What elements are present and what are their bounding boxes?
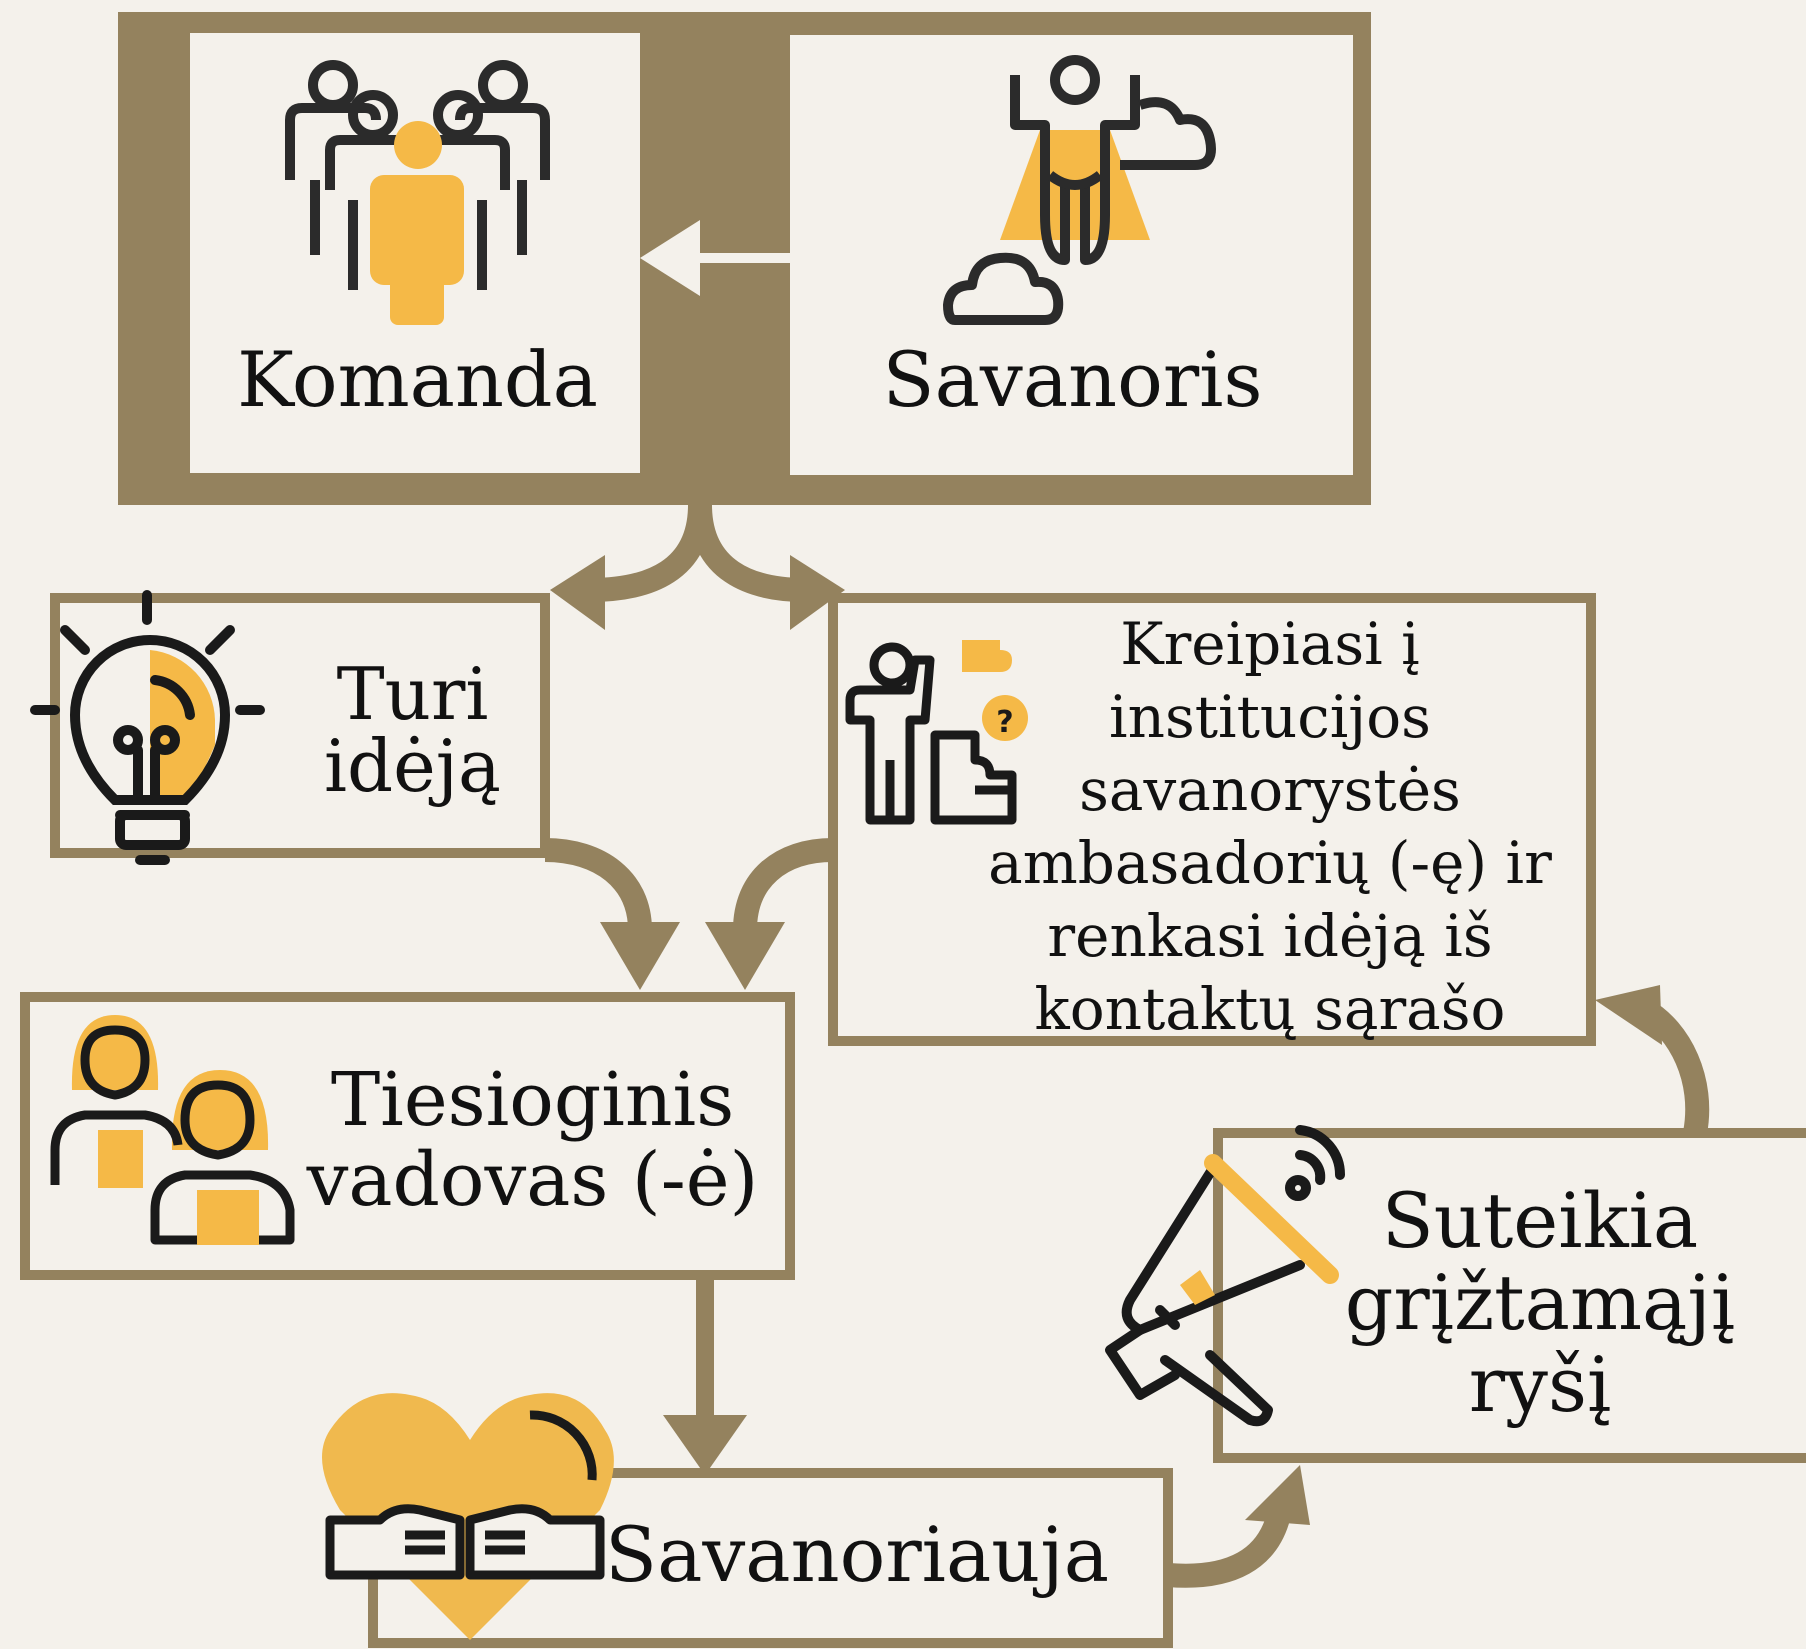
arrow-head-kreipiasi xyxy=(1595,985,1662,1045)
arrow-to-suteikia-line xyxy=(1167,1507,1292,1588)
savanoriauja-label: Savanoriauja xyxy=(605,1510,1110,1599)
svg-text:?: ? xyxy=(996,705,1013,740)
branch-arrows xyxy=(589,504,806,602)
team-people-icon xyxy=(285,60,550,325)
turi-ideja-label: Turi idėją xyxy=(324,652,501,808)
arrow-head-left xyxy=(550,555,605,630)
arrow-head-tiesioginis-left xyxy=(600,922,680,990)
heart-handshake-icon xyxy=(322,1393,614,1640)
tiesioginis-label: Tiesioginis vadovas (-ė) xyxy=(306,1057,759,1223)
arrow-head-savanoriauja xyxy=(663,1415,747,1475)
savanoris-label: Savanoris xyxy=(882,335,1263,424)
suteikia-box xyxy=(1213,1128,1806,1463)
arrows-to-tiesioginis xyxy=(544,838,834,931)
arrow-head-tiesioginis-right xyxy=(705,922,785,990)
megaphone-icon xyxy=(1105,1125,1346,1427)
arrow-head-right xyxy=(790,555,845,630)
managers-icon xyxy=(50,1015,295,1245)
suteikia-label: Suteikia grįžtamąjį ryšį xyxy=(1344,1175,1736,1429)
arrow-savanoris-to-komanda xyxy=(640,220,790,296)
arrow-head-suteikia xyxy=(1245,1465,1310,1525)
komanda-label: Komanda xyxy=(237,335,598,424)
lightbulb-idea-icon xyxy=(30,590,265,865)
savanoris-box xyxy=(790,35,1353,475)
superhero-volunteer-icon xyxy=(943,55,1216,325)
kreipiasi-label: Kreipiasi į institucijos savanorystės am… xyxy=(988,610,1552,1043)
person-puzzle-question-icon: ? xyxy=(845,640,1028,825)
